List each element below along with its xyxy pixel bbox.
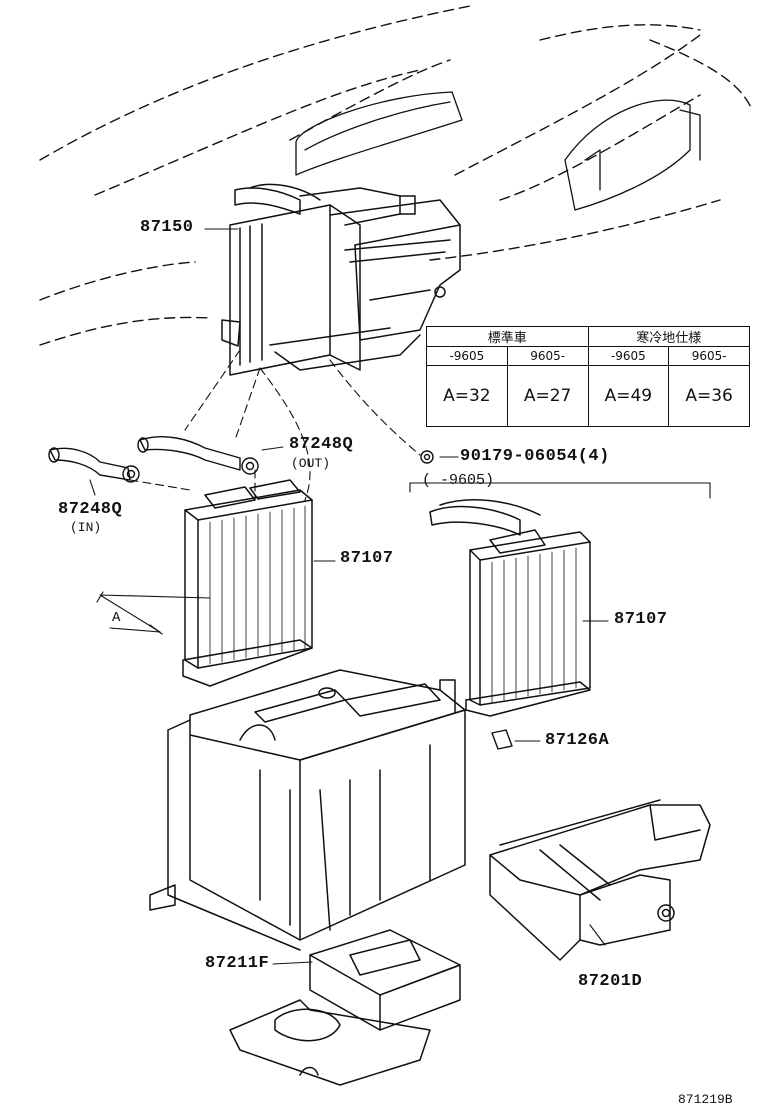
- period-cell: -9605: [426, 346, 508, 366]
- callout-87248q-out: 87248Q: [289, 435, 354, 454]
- value-cell: A=27: [506, 365, 589, 427]
- dimension-a: [96, 591, 211, 635]
- heater-case: [149, 669, 466, 951]
- air-duct-87201d: [489, 799, 711, 961]
- dashed-guides: [129, 349, 421, 501]
- callout-87150: 87150: [140, 218, 194, 237]
- diagram-id: 871219B: [678, 1092, 733, 1107]
- heater-unit-assembly: [221, 183, 461, 376]
- dimension-a-label: A: [112, 610, 121, 626]
- period-cell: -9605: [587, 346, 670, 366]
- lower-case-87211f: [229, 929, 461, 1086]
- date-range-label: ( -9605): [422, 472, 495, 489]
- callout-87107-left: 87107: [340, 549, 394, 568]
- callout-87201d: 87201D: [578, 972, 643, 991]
- leader-lines: [89, 228, 711, 965]
- period-cell: 9605-: [506, 346, 589, 366]
- vent-openings: [295, 91, 701, 211]
- value-cell: A=49: [587, 365, 670, 427]
- callout-out-note: (OUT): [291, 456, 331, 471]
- heater-core-left: [182, 479, 313, 687]
- period-cell: 9605-: [668, 346, 750, 366]
- callout-87248q-in: 87248Q: [58, 500, 123, 519]
- hose-out: [137, 436, 259, 475]
- callout-87126a: 87126A: [545, 731, 610, 750]
- value-cell: A=36: [668, 365, 750, 427]
- heater-core-right: [429, 499, 591, 717]
- clip-90179: [420, 450, 434, 464]
- hose-in: [48, 447, 140, 483]
- value-cell: A=32: [426, 365, 508, 427]
- spec-table: 標準車 寒冷地仕様 -9605 9605- -9605 9605- A=32 A…: [426, 326, 750, 427]
- grommet-87126a: [491, 729, 513, 750]
- callout-in-note: (IN): [70, 520, 102, 535]
- callout-90179: 90179-06054(4): [460, 447, 610, 466]
- callout-87211f: 87211F: [205, 954, 270, 973]
- group-cold-region-header: 寒冷地仕様: [587, 326, 750, 347]
- dashboard-outline: [39, 5, 753, 346]
- group-standard-header: 標準車: [426, 326, 589, 347]
- callout-87107-right: 87107: [614, 610, 668, 629]
